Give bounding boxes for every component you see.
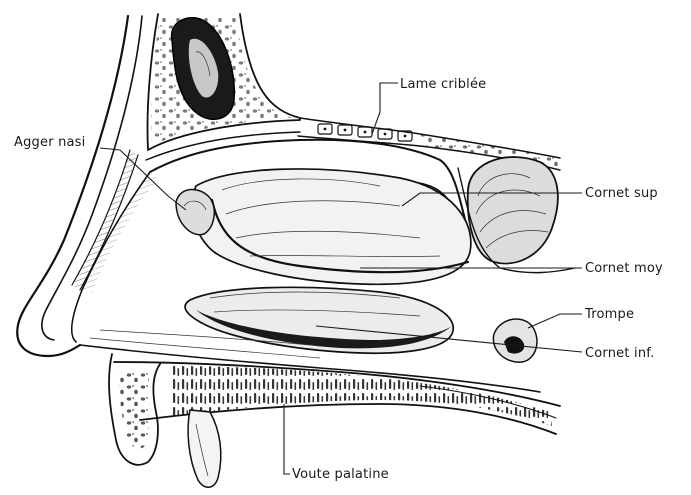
leader-lame-criblee — [372, 83, 398, 134]
label-lame-criblee: Lame criblée — [400, 77, 486, 92]
label-cornet-sup: Cornet sup — [585, 186, 658, 201]
middle-turbinate — [176, 169, 471, 284]
incisor-tooth — [188, 410, 221, 487]
inferior-turbinate — [185, 287, 453, 353]
nose-profile — [17, 16, 142, 356]
leader-trompe — [528, 314, 582, 328]
label-trompe: Trompe — [584, 307, 634, 322]
label-cornet-inf: Cornet inf. — [585, 346, 654, 361]
label-cornet-moy: Cornet moy — [585, 261, 663, 276]
eustachian-tube — [493, 319, 537, 362]
agger-nasi-bump — [176, 189, 214, 234]
sphenoid-sinus — [458, 157, 575, 273]
frontal-bone — [147, 14, 300, 150]
label-agger-nasi: Agger nasi — [14, 135, 85, 150]
leader-voute-palatine — [284, 404, 290, 474]
label-voute-palatine: Voute palatine — [292, 467, 389, 482]
